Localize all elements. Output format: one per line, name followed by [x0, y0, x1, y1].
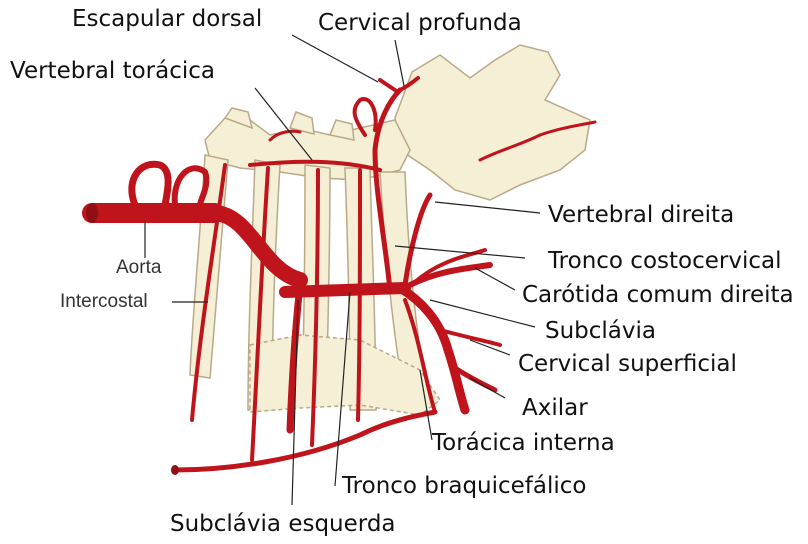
leader-escapular-dorsal: [292, 35, 378, 82]
label-cervical-superficial: Cervical superficial: [518, 353, 737, 376]
aortic-arch-loop-2: [175, 168, 207, 205]
label-intercostal: Intercostal: [60, 292, 148, 311]
label-toracica-interna: Torácica interna: [432, 432, 615, 455]
aortic-arch-loop-1: [132, 164, 168, 205]
leader-carotida: [475, 268, 515, 290]
intercostal-4: [358, 170, 360, 420]
label-subclavia-esquerda: Subclávia esquerda: [170, 513, 396, 536]
label-vertebral-direita: Vertebral direita: [548, 204, 734, 227]
sternal-lumen: [171, 465, 179, 475]
leader-cervical-profunda: [395, 40, 404, 86]
leader-vertebral-direita: [435, 202, 540, 213]
label-subclavia: Subclávia: [545, 320, 656, 343]
label-tronco-costocervical: Tronco costocervical: [548, 250, 781, 273]
leader-subclavia: [430, 300, 535, 327]
label-escapular-dorsal: Escapular dorsal: [72, 8, 262, 31]
label-vertebral-toracica: Vertebral torácica: [10, 60, 215, 83]
label-axilar: Axilar: [522, 397, 588, 420]
ventral-sternal-artery: [175, 412, 435, 470]
cervical-vertebrae: [395, 45, 590, 200]
dorsal-scapular: [380, 80, 398, 92]
label-tronco-braquicefalico: Tronco braquicefálico: [342, 475, 587, 498]
label-cervical-profunda: Cervical profunda: [318, 12, 522, 35]
label-carotida-comum-direita: Carótida comum direita: [522, 284, 794, 307]
leader-axilar: [470, 378, 505, 398]
aorta-lumen: [86, 203, 98, 223]
label-aorta: Aorta: [116, 258, 161, 277]
